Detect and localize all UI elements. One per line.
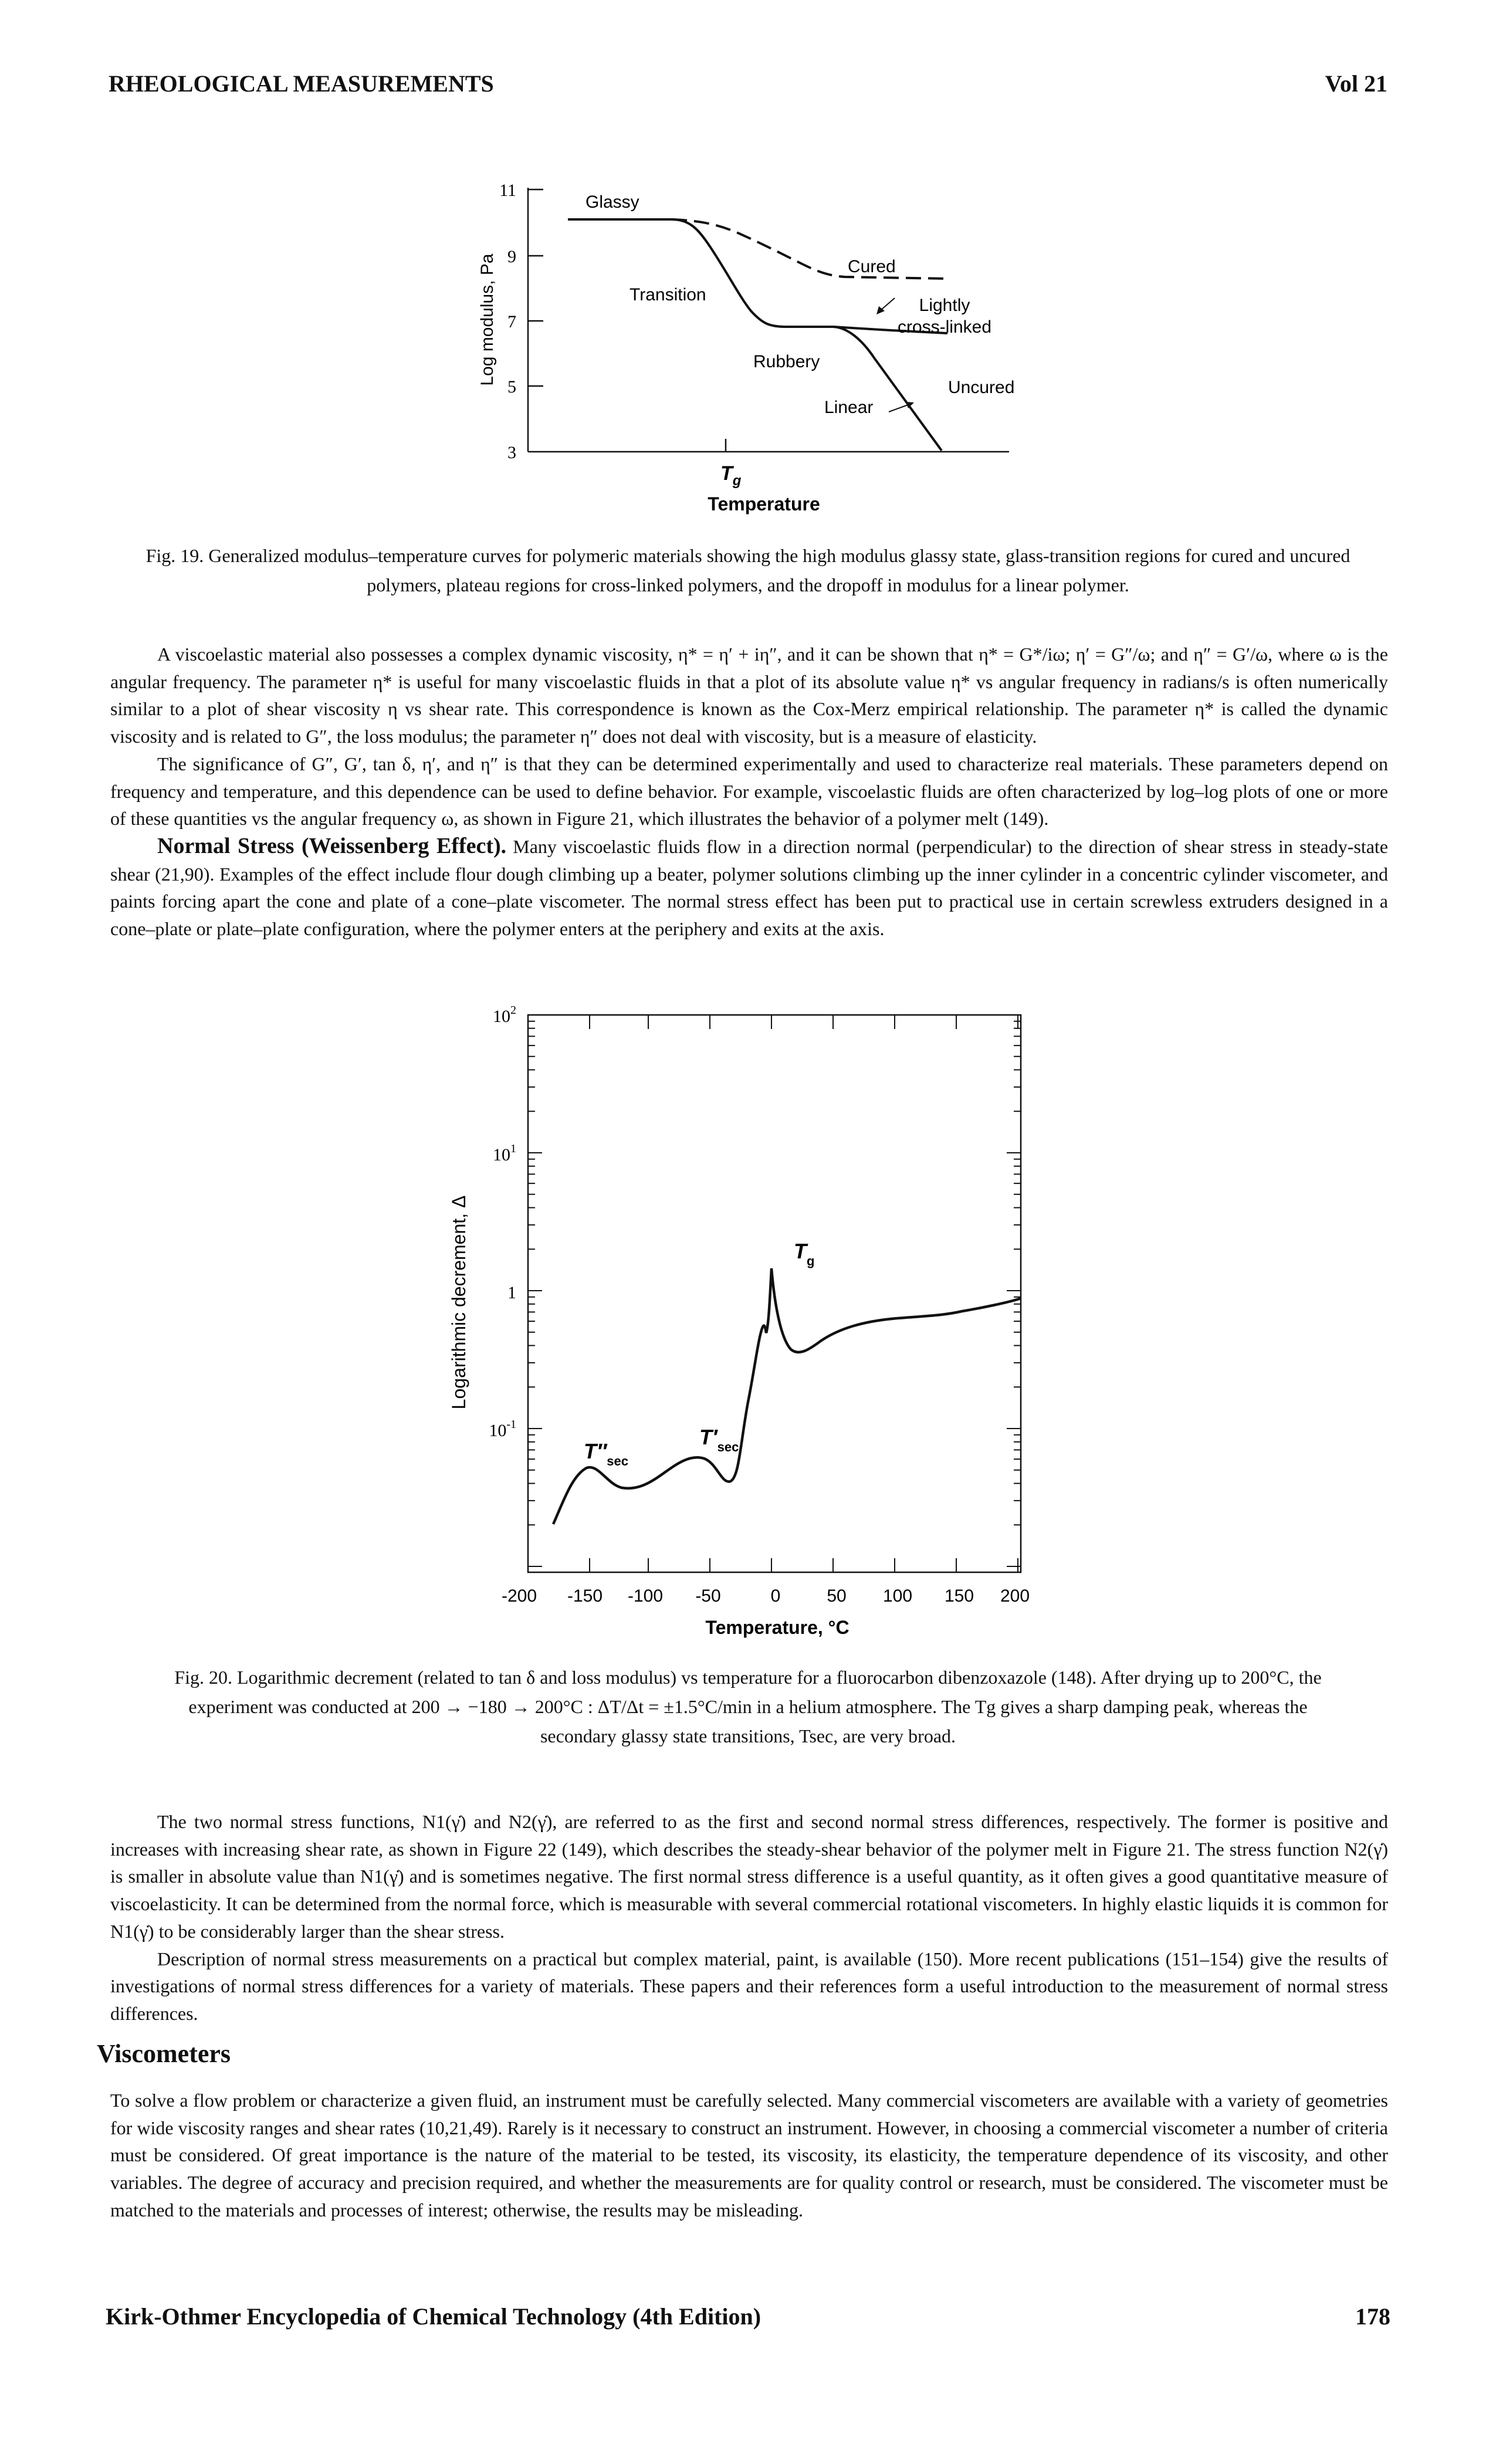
fig19-y-tick-label: 3 bbox=[507, 443, 516, 462]
fig20-x-tick-label: 100 bbox=[883, 1586, 912, 1606]
figure-20-caption-line: secondary glassy state transitions, Tsec… bbox=[540, 1725, 956, 1747]
fig19-arrowhead bbox=[876, 306, 885, 314]
figure-19: 11 9 7 5 3 Log modulus, Pa Tg Temperatur… bbox=[478, 181, 1014, 515]
fig20-x-tick-label: -150 bbox=[567, 1586, 603, 1606]
fig20-y-tick-label: 102 bbox=[493, 1004, 516, 1026]
fig20-y-tick-label: 101 bbox=[493, 1142, 516, 1165]
fig19-arrowhead bbox=[906, 402, 914, 408]
paragraph-normal-stress: Normal Stress (Weissenberg Effect). Many… bbox=[110, 832, 1388, 943]
fig19-curve-cured bbox=[671, 218, 948, 280]
fig20-peak-label-tg: Tg bbox=[794, 1239, 814, 1268]
section-heading-viscometers: Viscometers bbox=[97, 2039, 231, 2068]
page-footer: Kirk-Othmer Encyclopedia of Chemical Tec… bbox=[106, 2299, 1390, 2334]
paragraph-viscometers: To solve a flow problem or characterize … bbox=[110, 2090, 1388, 2221]
fig20-x-tick-label: -50 bbox=[695, 1586, 720, 1606]
body-block-3: To solve a flow problem or characterize … bbox=[110, 2087, 1388, 2224]
fig20-x-tick-label: -100 bbox=[628, 1586, 663, 1606]
fig19-label-linear: Linear bbox=[824, 398, 873, 417]
fig19-curve-lightly-crosslinked bbox=[832, 326, 948, 334]
figure-20-caption-line: experiment was conducted at 200 → −180 →… bbox=[188, 1696, 1308, 1717]
paragraph: A viscoelastic material also possesses a… bbox=[110, 644, 1388, 747]
fig20-x-axis-label: Temperature, °C bbox=[705, 1617, 849, 1638]
fig20-plot-frame bbox=[527, 1014, 1022, 1573]
running-header-volume: Vol 21 bbox=[1325, 70, 1387, 97]
running-header: RHEOLOGICAL MEASUREMENTS Vol 21 bbox=[109, 66, 1387, 101]
fig19-arrow-lightly bbox=[881, 297, 895, 310]
fig20-peak-label-t1sec: T′sec bbox=[699, 1425, 739, 1454]
figure-20-caption: Fig. 20. Logarithmic decrement (related … bbox=[111, 1663, 1385, 1751]
fig20-y-tick-label: 10-1 bbox=[489, 1418, 516, 1440]
fig20-x-tick-label: 0 bbox=[771, 1586, 781, 1606]
body-block-1: A viscoelastic material also possesses a… bbox=[110, 641, 1388, 943]
fig19-curve-uncured-linear bbox=[568, 218, 943, 452]
fig19-label-rubbery: Rubbery bbox=[753, 352, 820, 371]
paragraph: The significance of G″, G′, tan δ, η′, a… bbox=[110, 753, 1388, 830]
fig19-label-glassy: Glassy bbox=[585, 192, 639, 212]
footer-book-title: Kirk-Othmer Encyclopedia of Chemical Tec… bbox=[106, 2303, 761, 2330]
figure-20-caption-line: Fig. 20. Logarithmic decrement (related … bbox=[174, 1667, 1322, 1688]
paragraph: Description of normal stress measurement… bbox=[110, 1948, 1388, 2024]
fig20-x-tick-label: 200 bbox=[1000, 1586, 1030, 1606]
fig19-arrow-linear bbox=[888, 404, 909, 412]
fig19-x-axis-label: Temperature bbox=[708, 493, 820, 515]
paragraph: The two normal stress functions, N1(γ̇) … bbox=[110, 1811, 1388, 1942]
fig19-label-transition: Transition bbox=[629, 285, 706, 304]
fig20-damping-curve bbox=[551, 1268, 1021, 1525]
fig19-tg-label: Tg bbox=[720, 462, 742, 489]
fig20-x-tick-label: 50 bbox=[827, 1586, 846, 1606]
normal-stress-text: Many viscoelastic fluids flow in a direc… bbox=[110, 835, 1389, 940]
figure-19-caption: Fig. 19. Generalized modulus–temperature… bbox=[145, 545, 1351, 595]
fig19-label-uncured: Uncured bbox=[948, 378, 1014, 397]
figure-20: 102 101 1 10-1 Logarithmic decrement, Δ … bbox=[448, 1004, 1030, 1638]
fig20-y-axis-label: Logarithmic decrement, Δ bbox=[448, 1196, 469, 1410]
fig19-y-axis-label: Log modulus, Pa bbox=[478, 253, 497, 385]
fig20-y-tick-label: 1 bbox=[507, 1283, 516, 1302]
running-header-title: RHEOLOGICAL MEASUREMENTS bbox=[109, 70, 494, 97]
page-number: 178 bbox=[1355, 2303, 1390, 2330]
fig19-y-tick-label: 9 bbox=[507, 247, 516, 266]
fig20-x-tick-label: 150 bbox=[945, 1586, 974, 1606]
fig19-y-tick-label: 7 bbox=[507, 312, 516, 331]
fig19-label-crosslinked: cross-linked bbox=[898, 317, 991, 337]
fig19-y-tick-label: 11 bbox=[499, 181, 516, 200]
fig20-peak-label-t2sec: T″sec bbox=[584, 1439, 628, 1468]
run-in-heading-normal-stress: Normal Stress (Weissenberg Effect). bbox=[157, 833, 507, 858]
fig19-y-tick-label: 5 bbox=[507, 377, 516, 397]
body-block-2: The two normal stress functions, N1(γ̇) … bbox=[110, 1808, 1388, 2028]
fig20-ticks bbox=[527, 1014, 1021, 1572]
fig19-label-lightly: Lightly bbox=[919, 296, 970, 315]
fig19-label-cured: Cured bbox=[848, 257, 896, 276]
fig20-x-tick-label: -200 bbox=[502, 1586, 537, 1606]
